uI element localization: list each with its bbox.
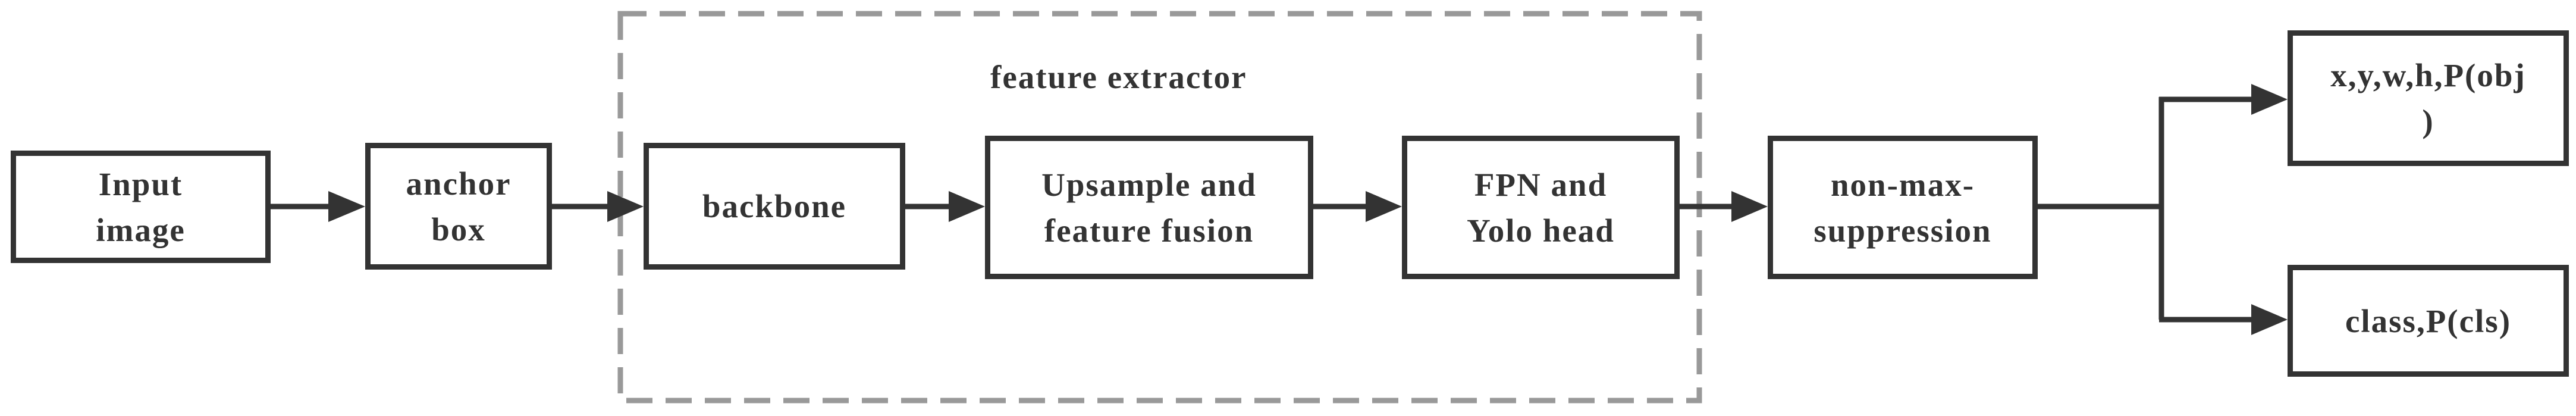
arrowhead-backbone <box>607 191 644 222</box>
arrowhead-upsample <box>949 191 985 222</box>
node-anchor-box: anchor box <box>365 143 552 270</box>
node-backbone: backbone <box>644 143 905 270</box>
arrowhead-fpn <box>1366 191 1402 222</box>
node-output-class: class,P(cls) <box>2288 265 2569 377</box>
node-nms-label: non-max- suppression <box>1813 166 1992 249</box>
group-label: feature extractor <box>990 59 1247 95</box>
node-output-bbox-label: x,y,w,h,P(obj ) <box>2330 57 2526 139</box>
node-output-class-label: class,P(cls) <box>2345 302 2512 339</box>
node-input-image: Input image <box>11 151 271 263</box>
connectors <box>268 84 2288 335</box>
node-upsample-label: Upsample and feature fusion <box>1041 166 1257 249</box>
node-upsample-feature-fusion: Upsample and feature fusion <box>985 136 1313 279</box>
node-backbone-label: backbone <box>702 188 847 224</box>
node-fpn-yolo-head: FPN and Yolo head <box>1402 136 1680 279</box>
node-anchor-box-label: anchor box <box>406 165 512 248</box>
arrowhead-class <box>2251 304 2288 335</box>
arrowhead-bbox <box>2251 84 2288 115</box>
node-non-max-suppression: non-max- suppression <box>1768 136 2038 279</box>
arrowhead-nms <box>1731 191 1768 222</box>
node-input-image-label: Input image <box>96 165 186 248</box>
node-fpn-yolo-label: FPN and Yolo head <box>1467 166 1615 249</box>
arrowhead-anchor <box>328 191 365 222</box>
node-output-bbox: x,y,w,h,P(obj ) <box>2288 30 2569 166</box>
